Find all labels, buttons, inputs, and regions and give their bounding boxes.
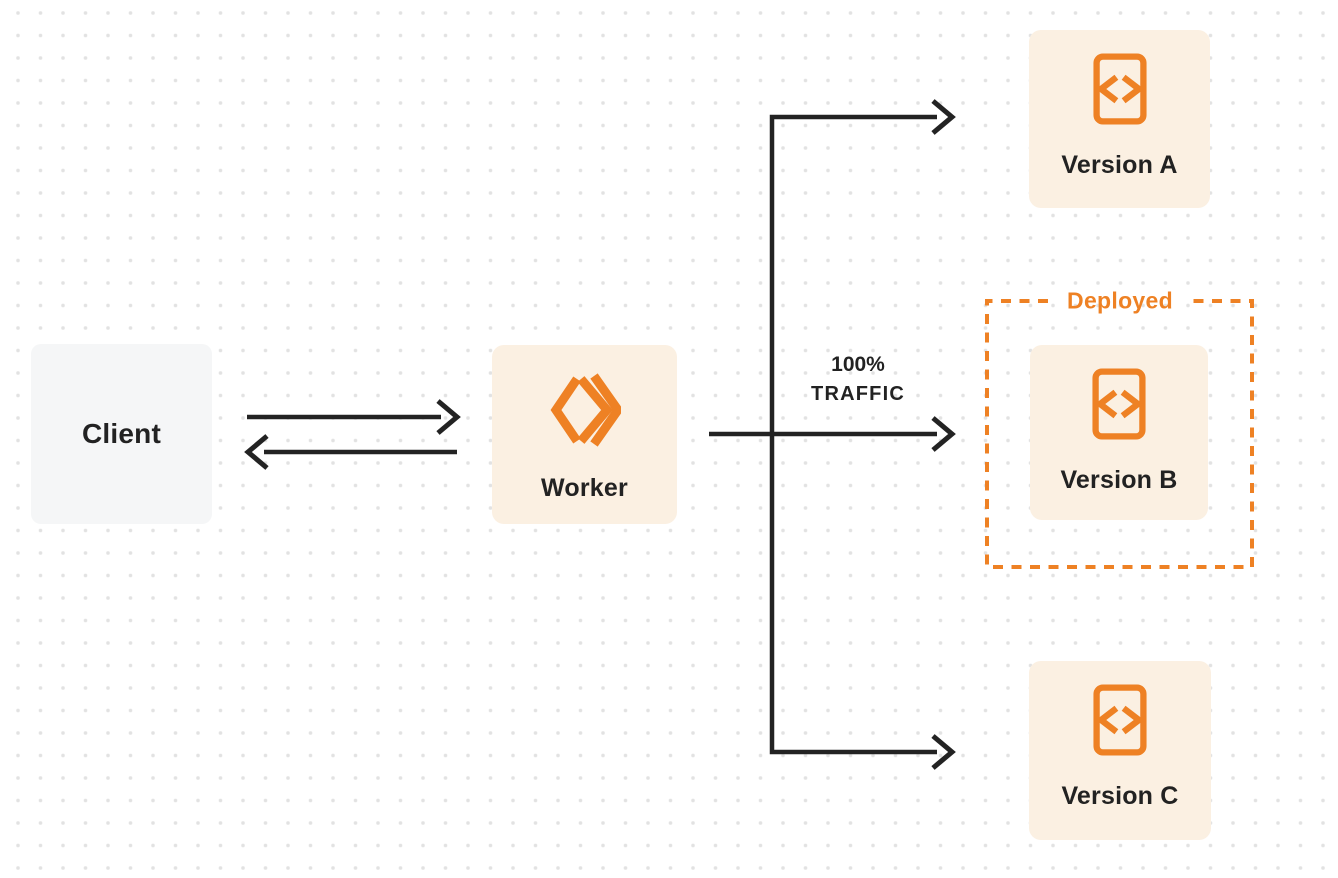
version-a-label: Version A (1061, 151, 1178, 179)
version-c-node: Version C (1029, 661, 1211, 840)
version-c-label: Version C (1061, 782, 1179, 810)
traffic-percentage-value: 100% (831, 353, 885, 376)
traffic-percentage-label: 100% TRAFFIC (770, 351, 946, 409)
arrow-to-version-c (931, 734, 956, 770)
worker-to-client-arrow (244, 434, 457, 470)
code-file-icon (1093, 684, 1147, 756)
version-b-label: Version B (1060, 466, 1178, 494)
client-node: Client (31, 344, 212, 524)
arrow-to-version-b (709, 416, 956, 452)
worker-label: Worker (541, 474, 628, 502)
client-to-worker-arrow (247, 399, 461, 435)
worker-node: Worker (492, 345, 677, 524)
code-file-icon (1092, 368, 1146, 440)
version-a-node: Version A (1029, 30, 1210, 208)
workers-logo-icon (550, 373, 621, 447)
arrow-to-version-a (931, 99, 956, 135)
version-b-node: Version B (1030, 345, 1208, 520)
deployed-label: Deployed (1067, 287, 1173, 314)
traffic-word: TRAFFIC (811, 383, 905, 405)
code-file-icon (1092, 53, 1147, 125)
traffic-split-line (769, 114, 937, 755)
client-label: Client (82, 418, 161, 449)
